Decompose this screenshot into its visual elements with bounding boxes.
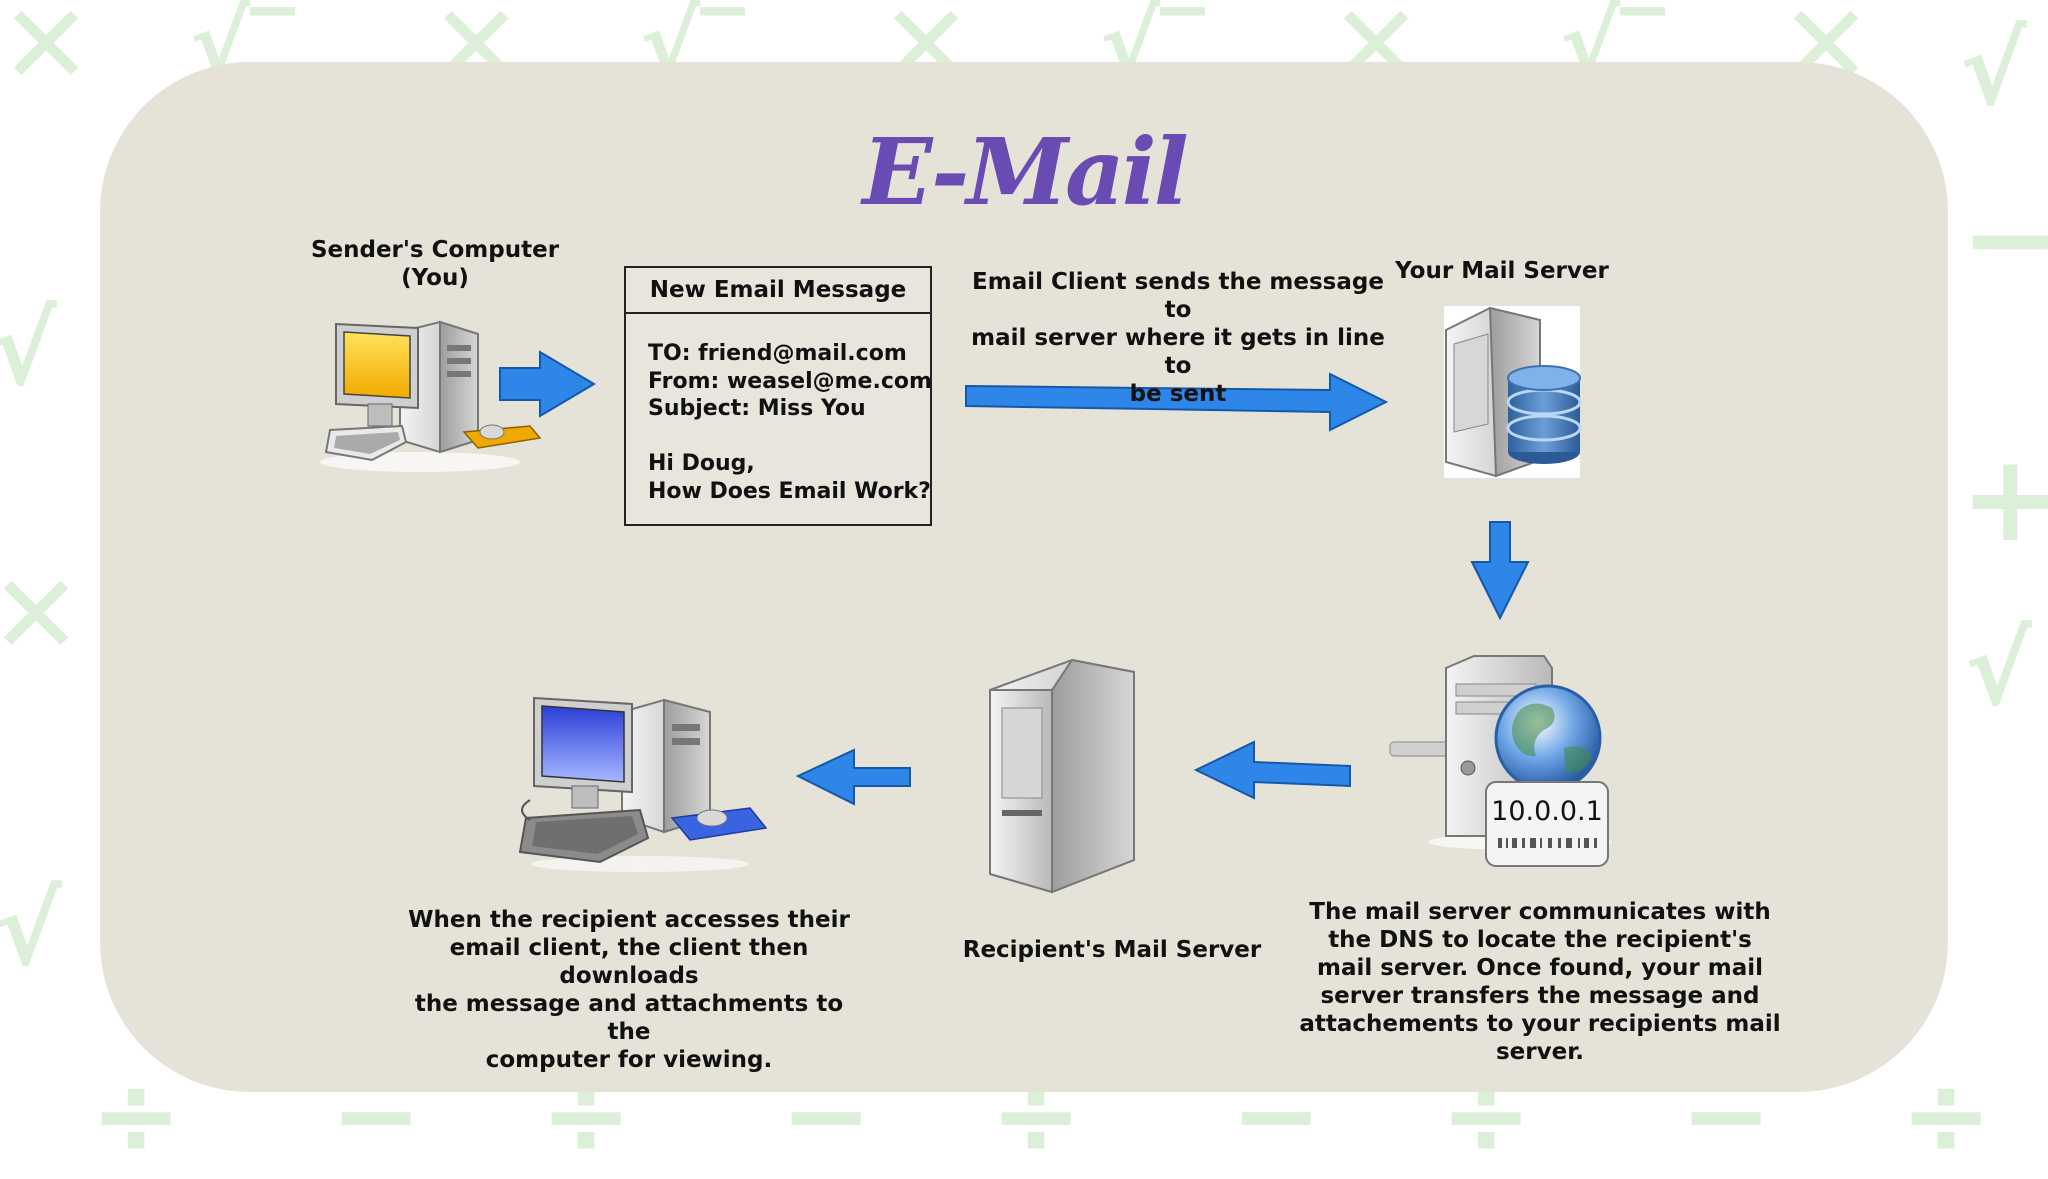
slide-card: [100, 62, 1948, 1092]
minus-icon: −: [1960, 170, 2048, 309]
plus-icon: +: [1960, 430, 2048, 569]
message-greeting: Hi Doug,: [648, 451, 755, 476]
arrow-right-icon: [499, 350, 596, 418]
arrow-right-long-icon: [965, 372, 1389, 432]
sqrt-icon: √: [1960, 11, 2027, 128]
message-subject: Subject: Miss You: [648, 396, 866, 421]
message-from: From: weasel@me.com: [648, 368, 932, 394]
your-mail-server-icon: [1444, 306, 1582, 478]
times-icon: ✕: [0, 551, 83, 679]
client-sends-description: Email Client sends the message to mail s…: [971, 269, 1385, 407]
arrow-down-icon: [1470, 521, 1530, 621]
times-icon: ✕: [0, 0, 93, 109]
email-flow-diagram: [320, 306, 1612, 894]
sender-computer-label: Sender's Computer (You): [310, 237, 560, 291]
sqrt-icon: √: [0, 291, 57, 408]
recipient-mail-server-label: Recipient's Mail Server: [962, 937, 1262, 963]
sqrt-icon: √: [0, 871, 62, 988]
recipient-computer-icon: [518, 696, 768, 872]
dns-server-icon: [1389, 655, 1612, 867]
arrow-left-icon: [1193, 740, 1351, 800]
recipient-mail-server-icon: [989, 658, 1135, 894]
message-box-header: New Email Message: [626, 268, 930, 314]
your-mail-server-label: Your Mail Server: [1395, 258, 1609, 284]
new-email-message-box: New Email Message TO: friend@mail.com Fr…: [624, 266, 932, 526]
message-body: How Does Email Work?: [648, 478, 931, 504]
dns-description: The mail server communicates with the DN…: [1299, 899, 1781, 1065]
sqrt-icon: √: [1965, 611, 2032, 728]
message-box-body: TO: friend@mail.com From: weasel@me.com …: [626, 314, 932, 505]
arrow-left-icon: [795, 748, 911, 806]
message-to: TO: friend@mail.com: [648, 341, 907, 366]
dns-ip-address: 10.0.0.1: [1491, 796, 1603, 827]
recipient-description: When the recipient accesses their email …: [408, 907, 850, 1073]
slide-title: E-Mail: [862, 118, 1188, 226]
sender-computer-icon: [320, 320, 542, 472]
